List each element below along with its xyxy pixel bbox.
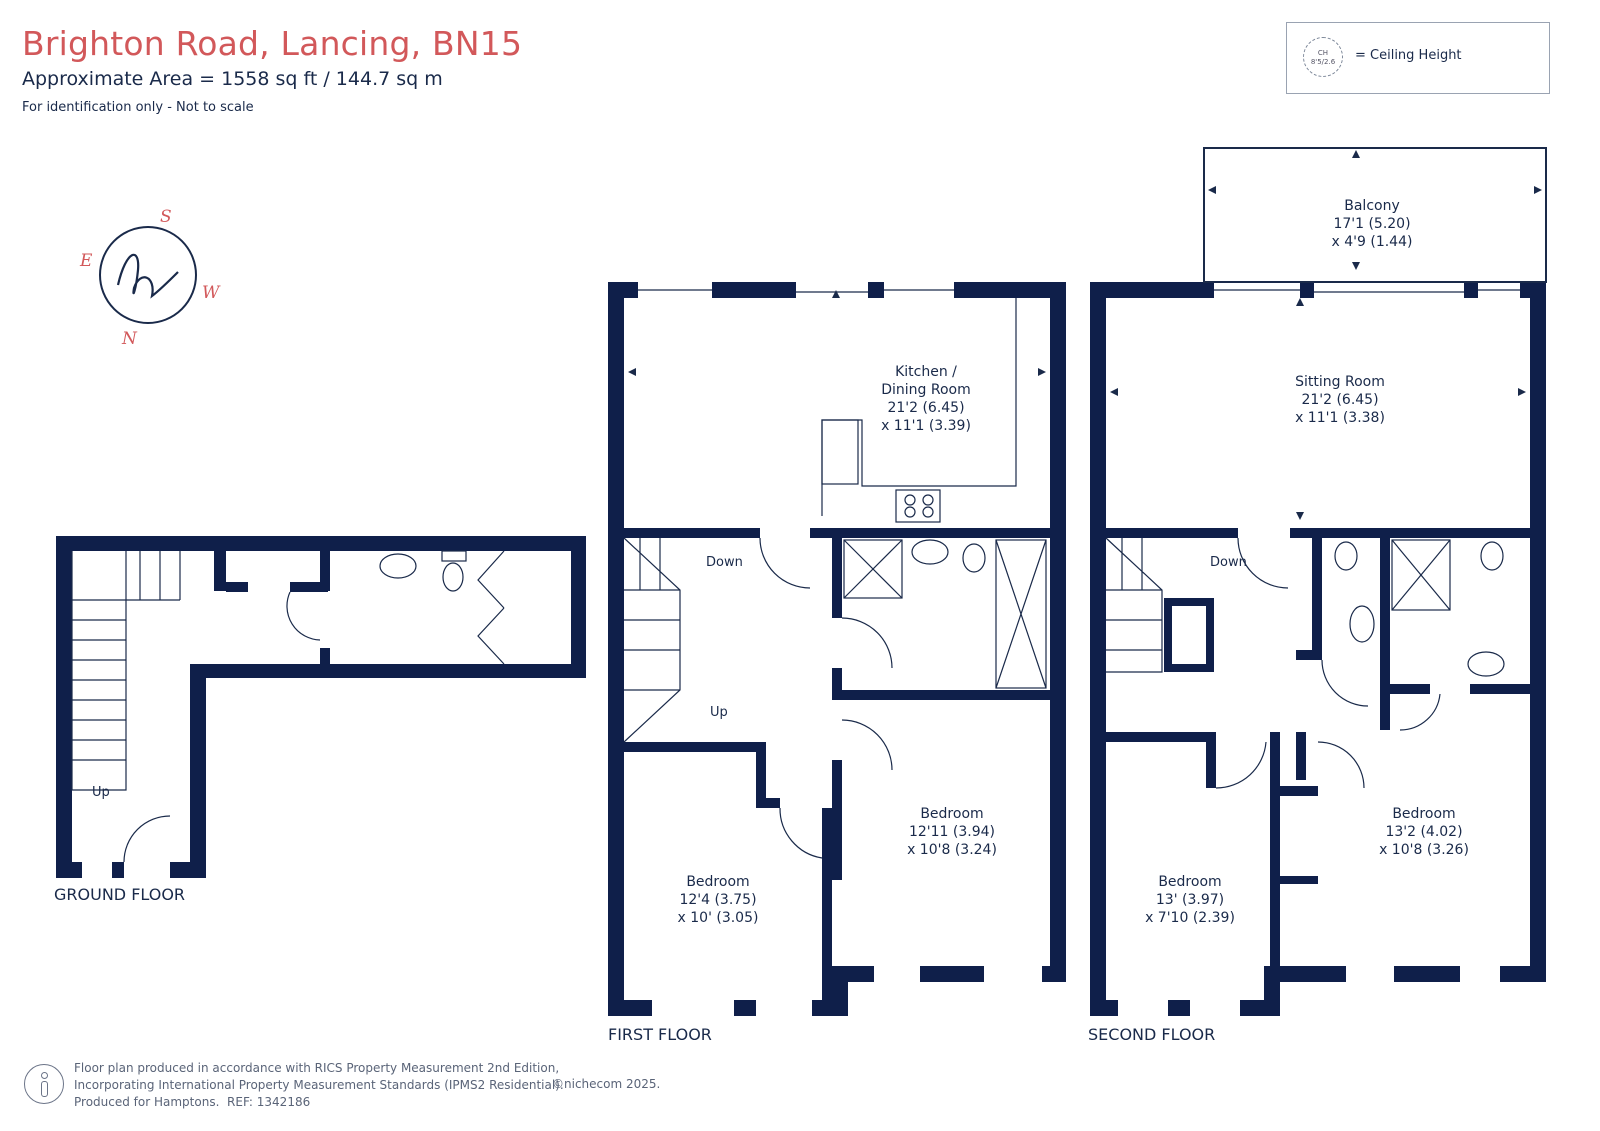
footer-ref: REF: 1342186 [227,1095,311,1109]
second-floor-label: SECOND FLOOR [1088,1025,1215,1044]
second-bed2-dim-2: x 10'8 (3.26) [1379,842,1469,858]
copyright: ©nichecom 2025. [552,1077,661,1091]
second-stairs-down-label: Down [1210,555,1247,570]
first-stairs-up-label: Up [710,705,728,720]
sitting-dim-2: x 11'1 (3.38) [1295,410,1385,426]
kitchen-name-2: Dining Room [881,382,971,398]
shower-tray [843,539,903,599]
balcony-outline [1203,147,1547,283]
balcony-dim-1: 17'1 (5.20) [1333,216,1410,232]
compass-north-label: N [121,329,138,349]
first-bed1-dim-1: 12'4 (3.75) [679,892,756,908]
compass-south-label: S [160,207,172,227]
second-bed2-dim-1: 13'2 (4.02) [1385,824,1462,840]
info-person-icon [24,1064,64,1104]
hob [895,489,941,523]
second-bed1-name: Bedroom [1158,874,1221,890]
second-floor-walls [1090,282,1546,1016]
second-floor-stairs [1105,537,1163,673]
first-floor-walls [608,282,1066,1016]
ceiling-height-symbol-bottom: 8'5/2.6 [1310,58,1336,66]
balcony-label: Balcony 17'1 (5.20) x 4'9 (1.44) [1332,198,1413,250]
bath [995,539,1047,689]
first-floor-stairs [623,537,681,743]
first-bed1-dim-2: x 10' (3.05) [678,910,759,926]
ceiling-height-symbol-top: CH [1317,49,1329,57]
footer-line-1: Floor plan produced in accordance with R… [74,1061,560,1075]
first-floor-label: FIRST FLOOR [608,1025,712,1044]
footer-notes: Floor plan produced in accordance with R… [74,1060,564,1111]
page-title: Brighton Road, Lancing, BN15 [22,24,523,63]
first-stairs-down-label: Down [706,555,743,570]
compass-west-label: W [202,283,221,303]
sitting-dim-1: 21'2 (6.45) [1301,392,1378,408]
first-bed1-name: Bedroom [686,874,749,890]
footer-line-3: Produced for Hamptons. REF: 1342186 [74,1094,564,1111]
ceiling-height-icon: CH 8'5/2.6 [1303,37,1343,77]
ceiling-height-label: = Ceiling Height [1355,48,1462,63]
second-bed1-dim-1: 13' (3.97) [1156,892,1224,908]
compass-east-label: E [79,251,93,271]
ground-floor-label: GROUND FLOOR [54,885,185,904]
balcony-name: Balcony [1344,198,1400,214]
balcony-dim-2: x 4'9 (1.44) [1332,234,1413,250]
ground-stairs-up-label: Up [92,785,110,800]
kitchen-name-1: Kitchen / [895,364,957,380]
sitting-room-label: Sitting Room 21'2 (6.45) x 11'1 (3.38) [1295,374,1385,426]
footer-produced-for: Produced for Hamptons. [74,1095,220,1109]
second-bed2-name: Bedroom [1392,806,1455,822]
sitting-name: Sitting Room [1295,374,1385,390]
first-bed2-name: Bedroom [920,806,983,822]
approximate-area: Approximate Area = 1558 sq ft / 144.7 sq… [22,68,443,90]
kitchen-dim-2: x 11'1 (3.39) [881,418,971,434]
first-bedroom-1-label: Bedroom 12'4 (3.75) x 10' (3.05) [678,874,759,926]
first-bed2-dim-1: 12'11 (3.94) [909,824,995,840]
second-bedroom-1-label: Bedroom 13' (3.97) x 7'10 (2.39) [1145,874,1235,926]
second-bed1-dim-2: x 7'10 (2.39) [1145,910,1235,926]
compass-rose: S E W N [79,207,221,349]
ceiling-height-legend: CH 8'5/2.6 = Ceiling Height [1286,22,1550,94]
kitchen-sink [821,419,859,485]
scale-note: For identification only - Not to scale [22,100,254,115]
ground-floor-stairs [71,551,181,791]
ground-floor-walls [56,536,586,878]
kitchen-dim-1: 21'2 (6.45) [887,400,964,416]
second-bedroom-2-label: Bedroom 13'2 (4.02) x 10'8 (3.26) [1379,806,1469,858]
first-bedroom-2-label: Bedroom 12'11 (3.94) x 10'8 (3.24) [907,806,997,858]
kitchen-dining-label: Kitchen / Dining Room 21'2 (6.45) x 11'1… [881,364,971,434]
first-bed2-dim-2: x 10'8 (3.24) [907,842,997,858]
footer-line-2: Incorporating International Property Mea… [74,1078,564,1092]
